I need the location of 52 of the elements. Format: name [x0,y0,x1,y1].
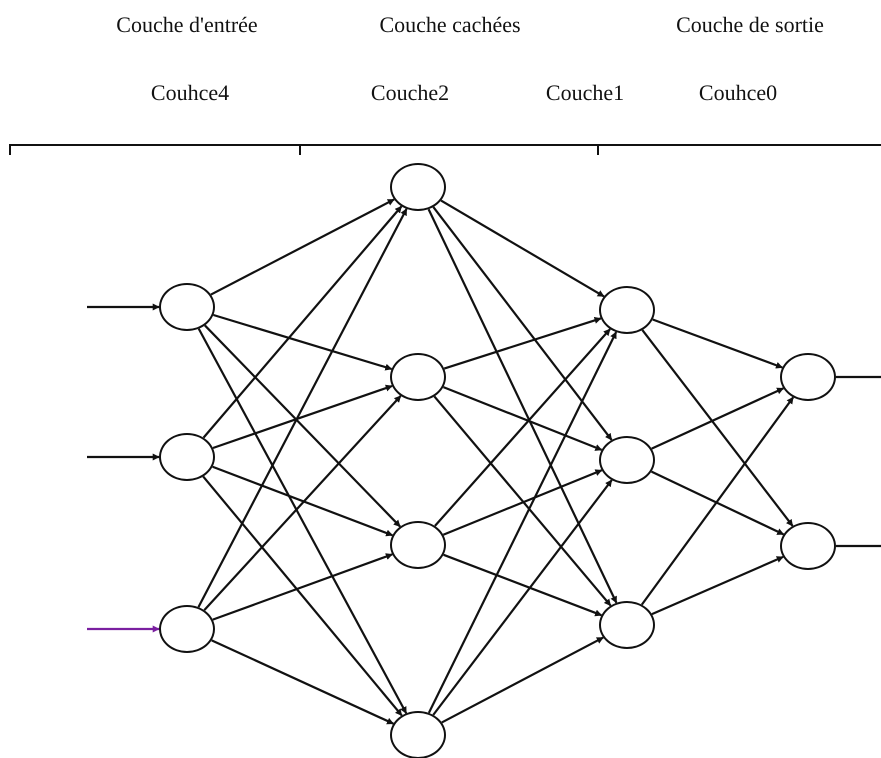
arrow [212,553,393,621]
arrow [87,304,160,310]
arrow [210,198,395,296]
neuron-circle [390,353,446,401]
arrow [202,206,402,438]
neuron-circle [159,605,215,653]
arrow [204,324,401,528]
layer-name: Couche1 [546,80,624,106]
arrow [428,208,618,604]
arrow [652,556,784,616]
arrow [87,626,160,632]
layer-heading: Couche d'entrée [116,12,258,38]
arrow [212,466,394,536]
arrow [651,470,784,536]
arrow [203,395,402,611]
neuron-circle [599,286,655,334]
layer-name: Couche2 [370,80,450,106]
neuron-circle [159,283,215,331]
arrow [211,639,394,725]
layer-heading: Couche de sortie [676,12,824,38]
neuron-circle [780,353,836,401]
neuron-circle [780,522,836,570]
arrow [443,386,602,451]
arrow [434,328,611,527]
arrow [440,200,605,298]
arrow [651,387,784,450]
layer-name: Couhce0 [698,80,778,106]
arrow [87,454,160,460]
neuron-circle [390,711,446,758]
arrow [212,384,393,450]
neuron-circle [390,163,446,211]
neuron-circle [159,433,215,481]
arrow [432,479,613,716]
arrow [197,208,408,608]
arrow [640,396,794,606]
arrow [652,318,783,369]
layer-heading: Couche cachées [379,12,521,38]
arrow [428,332,618,714]
neuron-circle [390,521,446,569]
neuron-circle [599,436,655,484]
arrow [432,206,613,441]
layer-name: Couhce4 [150,80,230,106]
arrow [442,469,602,536]
arrow [444,317,602,370]
arrow [642,329,794,527]
arrow [213,314,392,371]
arrow [441,636,604,724]
arrow [202,476,403,716]
arrow [443,554,602,616]
arrow [434,396,612,606]
neuron-circle [599,601,655,649]
arrow [198,328,408,714]
